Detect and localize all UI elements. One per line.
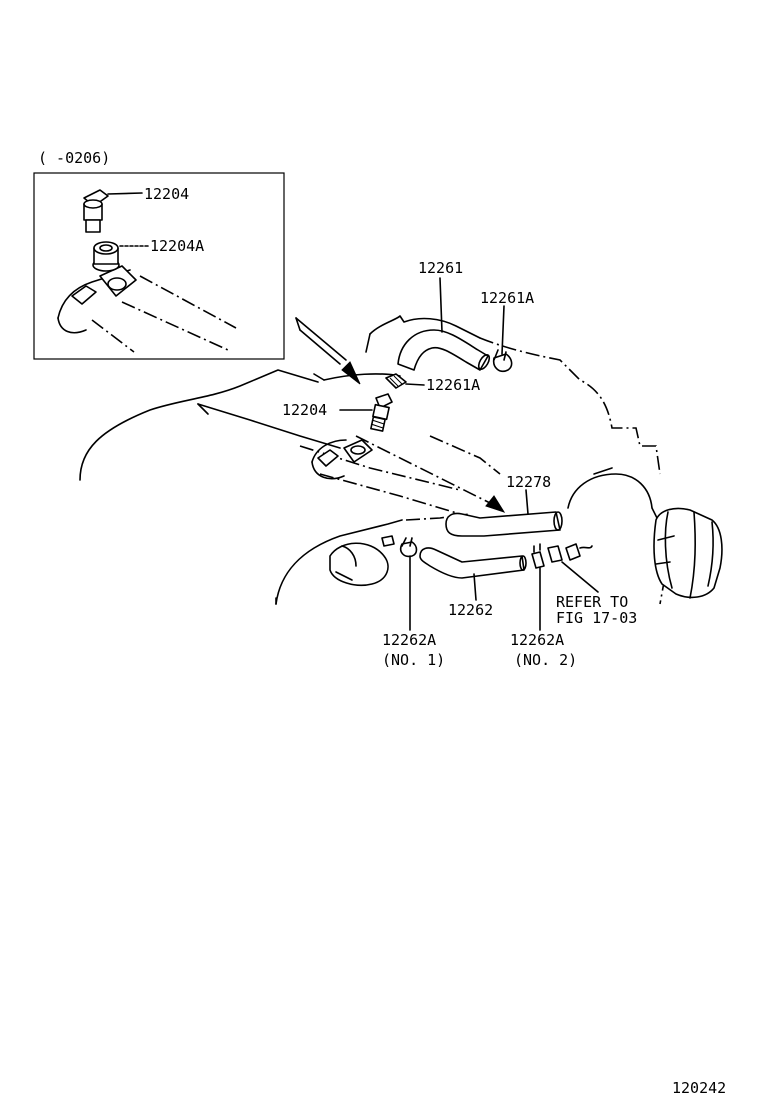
inset-label-12204A: 12204A xyxy=(150,237,204,255)
label-12261A-mid: 12261A xyxy=(426,376,480,394)
label-12204: 12204 xyxy=(282,401,327,419)
leader-12278 xyxy=(525,489,529,515)
inset-range-label: ( -0206) xyxy=(38,149,110,167)
inset-frame xyxy=(33,172,285,360)
main-cylinder-head-cover xyxy=(311,439,373,480)
hose-clamp-12262A-no1 xyxy=(381,535,418,558)
refer-note-line1: REFER TO xyxy=(556,593,628,611)
label-12262A-no1-note: (NO. 1) xyxy=(382,651,445,669)
inset-label-12204: 12204 xyxy=(144,185,189,203)
leader-12261 xyxy=(439,277,443,333)
view-direction-arrow xyxy=(295,317,361,385)
label-12262A-no1: 12262A xyxy=(382,631,436,649)
label-12278: 12278 xyxy=(506,473,551,491)
hose-12278 xyxy=(445,511,563,537)
ventilation-hose-12261 xyxy=(397,329,491,371)
label-12262A-no2-note: (NO. 2) xyxy=(514,651,577,669)
leader-12261A-top xyxy=(501,305,505,355)
oil-filler-cap xyxy=(329,542,389,586)
label-12261A-top: 12261A xyxy=(480,289,534,307)
inset-cylinder-head-cover xyxy=(57,265,237,353)
hose-clamp-12262A-no2 xyxy=(531,543,593,569)
inset-pcv-valve xyxy=(83,189,143,233)
pcv-valve-12204 xyxy=(370,393,393,432)
label-12261: 12261 xyxy=(418,259,463,277)
refer-note-line2: FIG 17-03 xyxy=(556,609,637,627)
label-12262: 12262 xyxy=(448,601,493,619)
leader-12261A-mid xyxy=(405,383,425,386)
throttle-body xyxy=(653,507,723,599)
hose-12262 xyxy=(419,547,527,579)
leader-12262 xyxy=(473,573,477,601)
hose-direction-arrow xyxy=(485,495,506,513)
leader-refer xyxy=(561,561,599,593)
figure-number: 120242 xyxy=(672,1079,726,1097)
hose-clamp-12261A-mid xyxy=(385,373,407,389)
inset-grommet xyxy=(92,241,151,272)
label-12262A-no2: 12262A xyxy=(510,631,564,649)
hose-clamp-12261A-top xyxy=(492,349,513,373)
